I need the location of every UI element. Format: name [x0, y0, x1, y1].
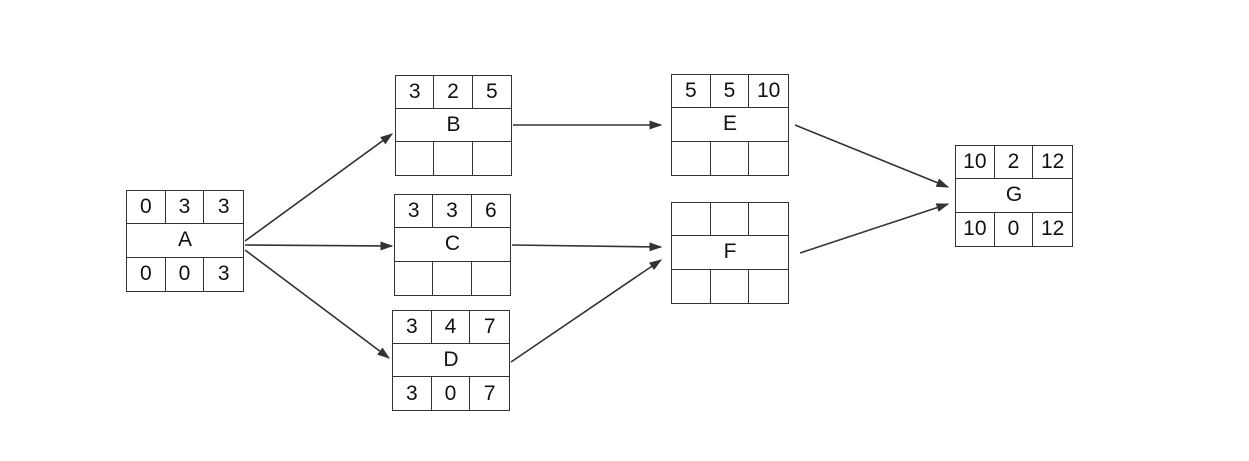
edge-f-g [799, 203, 950, 254]
node-e: 5 5 10 E [671, 74, 789, 176]
node-e-early-start: 5 [672, 75, 711, 109]
node-a-late-finish: 3 [217, 262, 230, 286]
node-f-duration [710, 203, 750, 237]
node-a-early-finish: 3 [204, 191, 243, 225]
node-d-float: 0 [432, 377, 471, 410]
node-a-early-start: 0 [127, 191, 166, 225]
node-a: 0 3 3 A 0 0 3 [126, 190, 244, 292]
node-d-early-finish: 7 [470, 311, 509, 344]
node-e-label: E [672, 108, 788, 142]
node-f-late-finish [749, 270, 788, 303]
edge-e-g [794, 124, 950, 188]
node-b: 3 2 5 B [395, 75, 512, 176]
node-e-duration: 5 [710, 75, 750, 109]
node-b-late-start [396, 142, 435, 175]
node-f-late-start [672, 269, 711, 303]
node-d-label: D [393, 344, 509, 377]
node-a-label: A [127, 224, 243, 258]
edge-c-f [511, 242, 663, 252]
node-b-late-finish [473, 142, 511, 175]
node-e-float [711, 141, 750, 175]
node-g-duration: 2 [994, 146, 1034, 180]
node-c-early-start: 3 [395, 195, 434, 229]
node-g-late-start: 10 [956, 212, 995, 246]
node-f-label: F [672, 236, 788, 270]
node-c-float [433, 261, 472, 295]
node-c-duration: 3 [433, 195, 472, 229]
edge-a-b [244, 133, 394, 242]
node-a-late-start: 0 [127, 257, 166, 291]
edge-a-c [244, 241, 394, 251]
node-b-label: B [396, 109, 511, 142]
node-a-float: 0 [166, 257, 205, 291]
node-g-late-finish: 12 [1040, 217, 1065, 241]
edge-a-d [244, 249, 391, 359]
node-f-float [711, 269, 750, 303]
node-d-early-start: 3 [393, 311, 432, 344]
node-f-early-finish [749, 203, 788, 237]
node-g-label: G [956, 179, 1072, 213]
node-a-duration: 3 [165, 191, 205, 225]
node-g-float: 0 [995, 212, 1034, 246]
node-c-late-start [395, 261, 434, 295]
node-g: 10 2 12 G 10 0 12 [955, 145, 1073, 247]
node-g-early-finish: 12 [1033, 146, 1072, 180]
node-e-late-finish [749, 142, 788, 175]
node-b-early-finish: 5 [472, 76, 511, 109]
node-d-late-start: 3 [393, 377, 432, 410]
node-c-late-finish [472, 262, 510, 295]
node-c-early-finish: 6 [471, 195, 510, 229]
node-e-early-finish: 10 [749, 75, 788, 109]
node-d: 3 4 7 D 3 0 7 [392, 310, 510, 411]
node-f-early-start [672, 203, 711, 237]
node-f: F [671, 202, 789, 304]
node-e-late-start [672, 141, 711, 175]
node-d-late-finish: 7 [483, 381, 496, 405]
edge-d-f [510, 259, 663, 363]
node-c: 3 3 6 C [394, 194, 511, 296]
node-d-duration: 4 [431, 311, 471, 344]
node-b-early-start: 3 [396, 76, 435, 109]
node-g-early-start: 10 [956, 146, 995, 180]
node-b-float [434, 142, 473, 175]
node-c-label: C [395, 228, 510, 262]
node-b-duration: 2 [434, 76, 473, 109]
